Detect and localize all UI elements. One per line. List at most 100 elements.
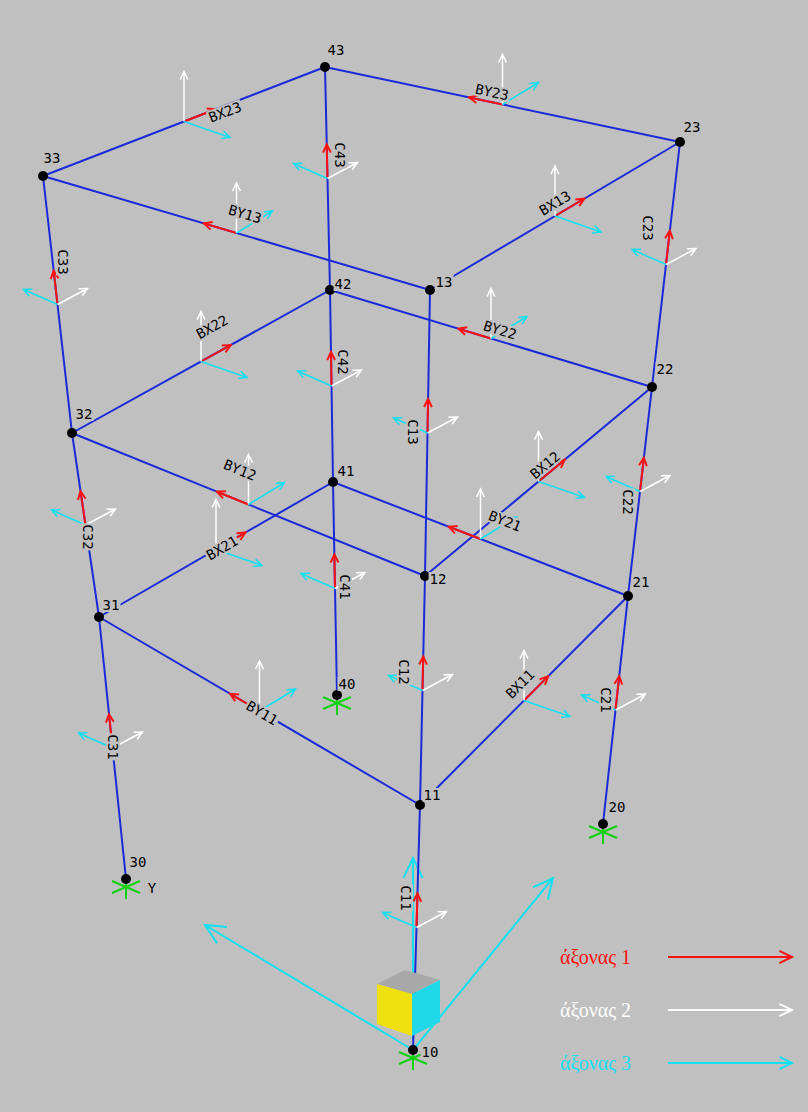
local-axis-3 <box>383 912 417 927</box>
arrow-shaft <box>417 912 447 928</box>
arrow-shaft <box>326 145 329 179</box>
joint-label: 22 <box>656 362 675 376</box>
arrow-head <box>444 675 453 682</box>
arrow-head <box>79 289 88 296</box>
joint-label: 20 <box>608 800 627 814</box>
member-label: BY21 <box>486 508 524 534</box>
frame-member <box>99 482 333 617</box>
arrow-head <box>238 371 247 378</box>
axis-letter: Y <box>147 881 157 895</box>
arrow-head <box>687 249 696 256</box>
arrow-head <box>134 732 143 739</box>
local-axis-2 <box>640 476 670 492</box>
arrow-head <box>449 417 458 424</box>
local-axis-3 <box>632 249 666 264</box>
member-label: BX21 <box>203 533 241 563</box>
local-axis-1 <box>204 222 237 233</box>
joint-dot <box>598 819 608 829</box>
arrow-head <box>561 710 570 717</box>
arrow-shaft <box>616 694 646 710</box>
local-axis-1 <box>424 399 432 433</box>
arrow-head <box>79 733 88 740</box>
arrow-head <box>205 925 227 943</box>
arrow-head <box>349 163 358 170</box>
legend-sample <box>668 951 792 963</box>
legend-text: άξονας 3 <box>560 1053 631 1073</box>
arrow-head <box>438 912 447 919</box>
arrow-shaft <box>298 371 332 386</box>
frame-member <box>72 290 330 433</box>
arrow-shaft <box>333 555 336 589</box>
joint-dot <box>408 1045 418 1055</box>
arrow-head <box>592 226 601 233</box>
member-label: BX12 <box>527 448 563 482</box>
arrow-head <box>576 491 585 498</box>
arrow-head <box>394 418 403 425</box>
arrow-head <box>665 231 673 239</box>
local-axis-3 <box>298 371 332 386</box>
arrow-head <box>535 432 543 440</box>
arrow-shaft <box>632 250 666 265</box>
member-label: C21 <box>599 686 613 713</box>
arrow-shaft <box>668 956 792 958</box>
arrow-head <box>575 199 584 206</box>
local-axis-3 <box>24 289 58 304</box>
arrow-head <box>606 476 615 483</box>
arrow-head <box>276 483 285 491</box>
joint-label: 13 <box>435 275 454 289</box>
joint-label: 42 <box>334 277 353 291</box>
member-label: C43 <box>333 141 347 168</box>
arrow-head <box>487 289 495 297</box>
arrow-head <box>539 676 547 685</box>
local-axis-3 <box>201 362 247 379</box>
arrow-head <box>327 352 335 360</box>
joint-dot <box>647 382 657 392</box>
joint-dot <box>320 62 330 72</box>
arrow-head <box>499 55 507 63</box>
frame-member <box>420 596 628 805</box>
frame-member <box>99 617 420 805</box>
joint-dot <box>623 591 633 601</box>
local-axis-2 <box>428 417 458 433</box>
arrow-head <box>449 526 458 533</box>
member-label: C23 <box>641 214 655 241</box>
member-label: C41 <box>338 573 352 600</box>
local-axis-2 <box>58 289 88 305</box>
arrow-head <box>253 559 262 566</box>
member-label: BY13 <box>226 202 264 226</box>
arrow-head <box>614 676 622 684</box>
joint-dot <box>675 137 685 147</box>
local-axis-3 <box>301 573 335 588</box>
arrow-shaft <box>555 216 601 232</box>
local-axis-2 <box>180 72 188 122</box>
member-label: C11 <box>399 884 413 911</box>
joint-label: 32 <box>75 407 94 421</box>
local-axis-1 <box>323 145 331 179</box>
member-label: BY22 <box>481 318 519 342</box>
arrow-head <box>469 95 478 103</box>
arrow-shaft <box>24 290 58 305</box>
joint-dot <box>67 428 77 438</box>
local-axis-1 <box>413 894 421 928</box>
arrow-shaft <box>184 122 230 138</box>
arrow-head <box>530 83 539 91</box>
arrow-head <box>287 689 296 697</box>
arrow-head <box>217 491 226 498</box>
arrow-head <box>458 327 467 334</box>
local-axis-1 <box>639 458 647 492</box>
arrow-shaft <box>428 417 458 433</box>
member-label: C13 <box>406 418 420 445</box>
joint-dot <box>38 171 48 181</box>
local-axis-1 <box>201 345 231 361</box>
member-label: C32 <box>81 523 95 550</box>
frame-member <box>425 387 652 576</box>
arrow-head <box>779 951 792 963</box>
local-axis-1 <box>665 231 673 265</box>
arrow-head <box>212 500 220 508</box>
joint-label: 10 <box>421 1045 440 1059</box>
frame-member <box>43 176 430 290</box>
arrow-shaft <box>301 574 335 589</box>
local-axis-1 <box>614 676 622 710</box>
cube-face <box>377 984 412 1036</box>
